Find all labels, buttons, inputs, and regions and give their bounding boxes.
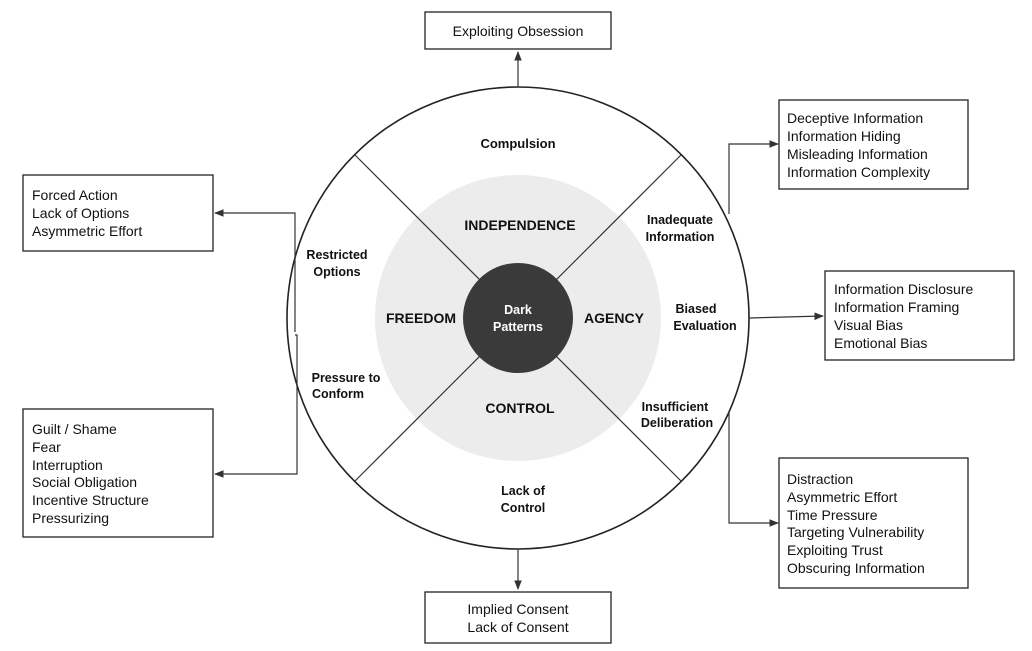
segment-restricted-options-line-2: Options	[313, 265, 360, 279]
box-biased-evaluation-line-3: Visual Bias	[834, 317, 903, 333]
segment-biased-evaluation-line-2: Evaluation	[673, 319, 736, 333]
connector-insufficient-deliberation	[728, 412, 779, 527]
dimension-independence: INDEPENDENCE	[464, 217, 575, 233]
segment-compulsion: Compulsion	[480, 136, 555, 151]
segment-biased-evaluation-line-1: Biased	[676, 302, 717, 316]
connector-restricted-options	[214, 209, 296, 332]
core-label-line-1: Dark	[504, 303, 532, 317]
box-pressure-to-conform: Guilt / Shame Fear Interruption Social O…	[22, 408, 214, 538]
box-biased-evaluation-line-4: Emotional Bias	[834, 335, 927, 351]
box-lack-of-control-line-2: Lack of Consent	[467, 619, 568, 635]
box-lack-of-control-line-1: Implied Consent	[467, 601, 568, 617]
box-exploiting-obsession-line-1: Exploiting Obsession	[453, 23, 584, 39]
box-pressure-to-conform-line-4: Social Obligation	[32, 474, 137, 490]
box-pressure-to-conform-line-6: Pressurizing	[32, 510, 109, 526]
box-insufficient-deliberation-line-6: Obscuring Information	[787, 560, 925, 576]
segment-pressure-to-conform-line-2: Conform	[312, 387, 364, 401]
dimension-agency: AGENCY	[584, 310, 645, 326]
box-exploiting-obsession: Exploiting Obsession	[424, 11, 612, 50]
dimension-control: CONTROL	[485, 400, 555, 416]
core-circle	[463, 263, 573, 373]
box-insufficient-deliberation-line-1: Distraction	[787, 471, 853, 487]
box-biased-evaluation-line-2: Information Framing	[834, 299, 959, 315]
box-insufficient-deliberation-line-5: Exploiting Trust	[787, 542, 883, 558]
dimension-freedom: FREEDOM	[386, 310, 456, 326]
box-insufficient-deliberation-line-3: Time Pressure	[787, 507, 878, 523]
connector-inadequate-information	[728, 140, 779, 214]
connector-pressure-to-conform	[214, 334, 298, 478]
connector-biased-evaluation	[748, 312, 824, 321]
segment-inadequate-information-line-1: Inadequate	[647, 213, 713, 227]
box-restricted-options: Forced Action Lack of Options Asymmetric…	[22, 174, 214, 252]
box-insufficient-deliberation: Distraction Asymmetric Effort Time Press…	[778, 457, 969, 589]
box-restricted-options-line-3: Asymmetric Effort	[32, 223, 142, 239]
box-pressure-to-conform-line-2: Fear	[32, 439, 61, 455]
segment-lack-of-control-line-2: Control	[501, 501, 545, 515]
box-pressure-to-conform-line-3: Interruption	[32, 457, 103, 473]
segment-pressure-to-conform-line-1: Pressure to	[312, 371, 381, 385]
box-pressure-to-conform-line-5: Incentive Structure	[32, 492, 149, 508]
box-biased-evaluation-line-1: Information Disclosure	[834, 281, 973, 297]
segment-insufficient-deliberation-line-2: Deliberation	[641, 416, 713, 430]
box-insufficient-deliberation-line-2: Asymmetric Effort	[787, 489, 897, 505]
box-restricted-options-line-2: Lack of Options	[32, 205, 129, 221]
box-inadequate-information-line-1: Deceptive Information	[787, 110, 923, 126]
segment-restricted-options-line-1: Restricted	[306, 248, 367, 262]
segment-inadequate-information-line-2: Information	[646, 230, 715, 244]
box-inadequate-information: Deceptive Information Information Hiding…	[778, 99, 969, 190]
box-inadequate-information-line-2: Information Hiding	[787, 128, 901, 144]
box-insufficient-deliberation-line-4: Targeting Vulnerability	[787, 524, 924, 540]
segment-insufficient-deliberation-line-1: Insufficient	[642, 400, 710, 414]
box-inadequate-information-line-3: Misleading Information	[787, 146, 928, 162]
box-inadequate-information-line-4: Information Complexity	[787, 164, 930, 180]
core-label-line-2: Patterns	[493, 320, 543, 334]
box-lack-of-control: Implied Consent Lack of Consent	[424, 591, 612, 644]
segment-lack-of-control-line-1: Lack of	[501, 484, 546, 498]
box-biased-evaluation: Information Disclosure Information Frami…	[824, 270, 1015, 361]
box-pressure-to-conform-line-1: Guilt / Shame	[32, 421, 117, 437]
box-restricted-options-line-1: Forced Action	[32, 187, 118, 203]
